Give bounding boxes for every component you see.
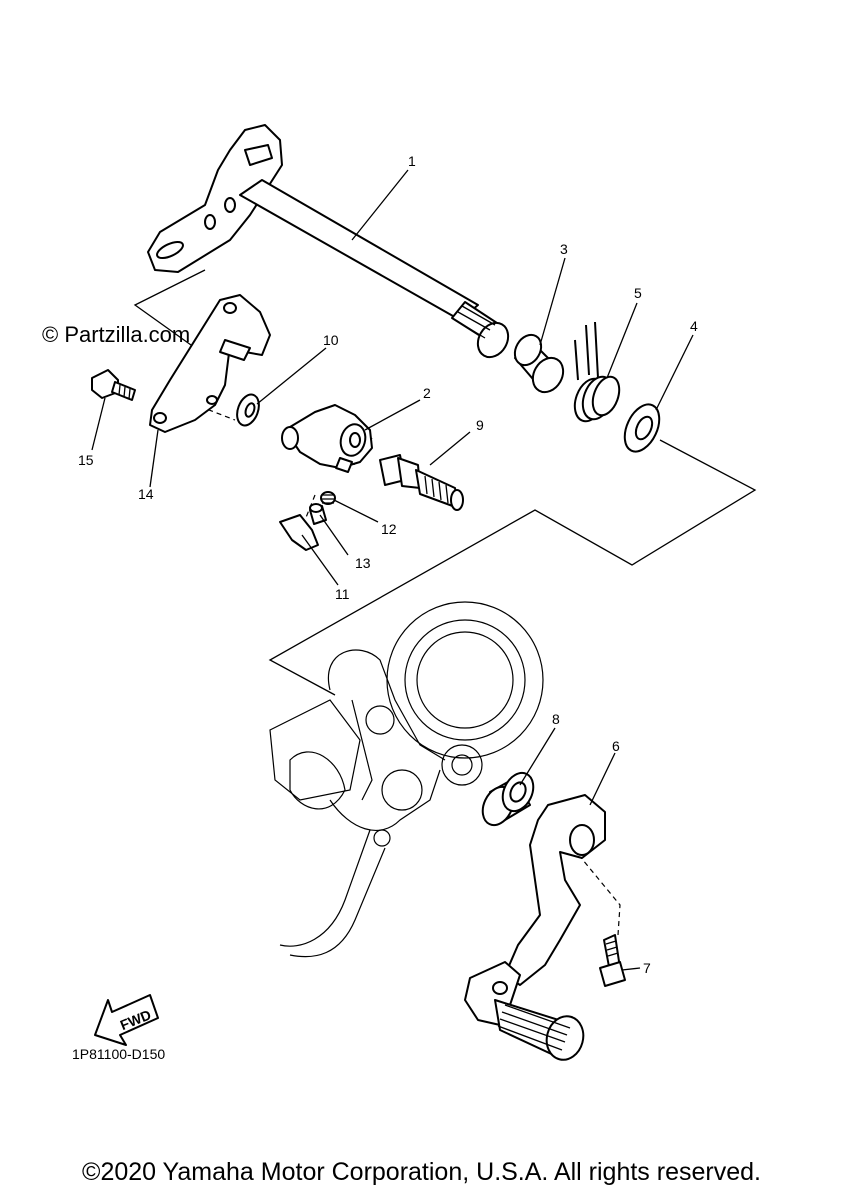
- engine-case-outline: [269, 601, 544, 958]
- callout-13: 13: [355, 555, 371, 571]
- callout-8: 8: [552, 711, 560, 727]
- bolt-15: [91, 369, 136, 401]
- callout-labels: 1 2 3 4 5 6 7 8 9 10 11 12 13 14 15: [78, 153, 698, 976]
- plunger-11: [279, 514, 319, 551]
- callout-3: 3: [560, 241, 568, 257]
- segment-plate: [149, 294, 271, 433]
- callout-5: 5: [634, 285, 642, 301]
- collar: [513, 333, 565, 394]
- callout-2: 2: [423, 385, 431, 401]
- callout-9: 9: [476, 417, 484, 433]
- callout-6: 6: [612, 738, 620, 754]
- callout-12: 12: [381, 521, 397, 537]
- shift-shaft: [147, 124, 510, 359]
- callout-1: 1: [408, 153, 416, 169]
- spring-12: [320, 491, 336, 505]
- washer-10: [236, 393, 260, 427]
- stud-bolt: [379, 454, 464, 511]
- callout-11: 11: [335, 586, 350, 602]
- pedal-bolt: [599, 934, 626, 987]
- alignment-lines: [133, 269, 757, 936]
- copyright: ©2020 Yamaha Motor Corporation, U.S.A. A…: [82, 1158, 761, 1186]
- fwd-arrow-icon: FWD: [94, 994, 159, 1046]
- oil-seal: [481, 771, 535, 827]
- pin-13: [309, 503, 327, 525]
- callout-15: 15: [78, 452, 94, 468]
- stopper-lever: [281, 404, 373, 473]
- leader-lines: [91, 169, 694, 971]
- return-spring: [573, 321, 621, 423]
- callout-10: 10: [323, 332, 339, 348]
- diagram-code: 1P81100-D150: [72, 1046, 166, 1062]
- shift-pedal: [464, 794, 606, 1061]
- callout-7: 7: [643, 960, 651, 976]
- callout-4: 4: [690, 318, 698, 334]
- washer-4: [623, 403, 661, 453]
- callout-14: 14: [138, 486, 154, 502]
